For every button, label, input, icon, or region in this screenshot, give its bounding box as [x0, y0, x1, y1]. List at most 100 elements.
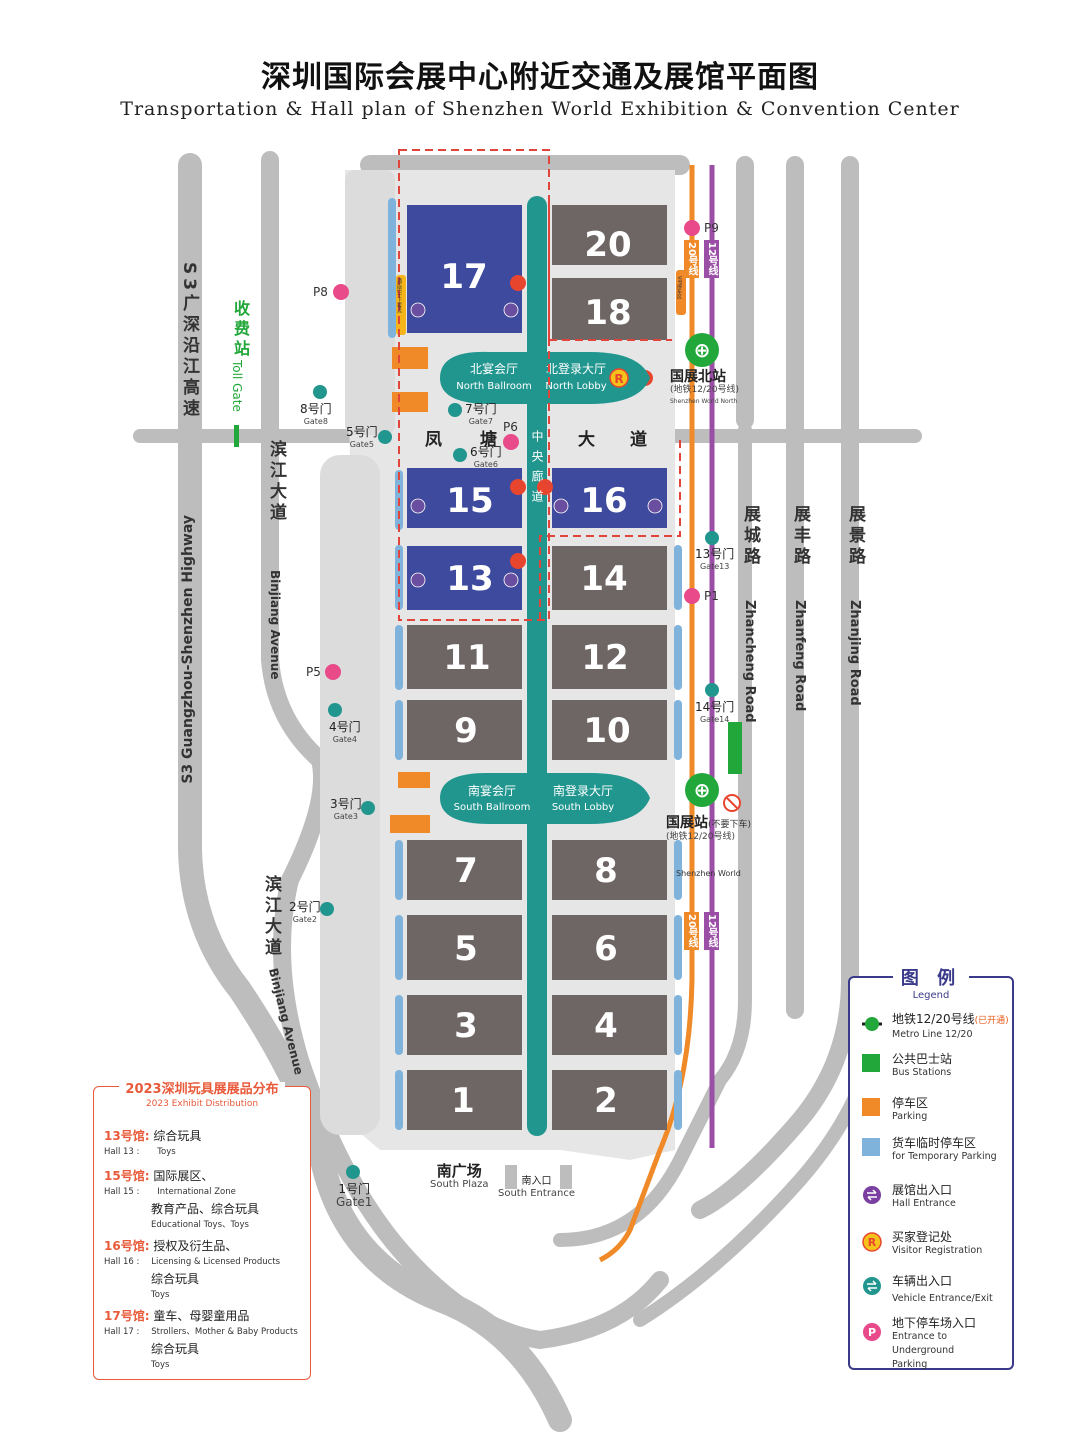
dist-h16-en-hall: Hall 16 :	[104, 1257, 140, 1267]
hall-14[interactable]	[552, 546, 667, 610]
svg-text:P: P	[868, 1326, 876, 1339]
vip-parking-label: VIP停车区	[676, 276, 682, 299]
south-plaza-label: 南广场 South Plaza	[430, 1164, 489, 1191]
vehicle-gate-icon[interactable]	[453, 448, 467, 462]
hall-8[interactable]	[552, 840, 667, 900]
legend-panel: 图 例 Legend 地铁12/20号线(已开通)Metro Line 12/2…	[848, 968, 1014, 1370]
dist-h16-en1: Licensing & Licensed Products	[151, 1257, 281, 1267]
hall-3[interactable]	[407, 995, 522, 1055]
page-title: 深圳国际会展中心附近交通及展馆平面图	[261, 60, 819, 95]
dist-h17-en1: Strollers、Mother & Baby Products	[151, 1327, 298, 1337]
south-entrance-label[interactable]: 南入口 South Entrance	[498, 1175, 575, 1200]
gate8-cn: 8号门	[300, 402, 332, 416]
vehicle-gate-icon[interactable]	[328, 703, 342, 717]
hall-2[interactable]	[552, 1070, 667, 1130]
hall-18-number: 18	[584, 293, 631, 333]
restaurant-icon	[647, 498, 663, 514]
north-oval[interactable]	[440, 351, 650, 404]
restaurant-icon	[503, 572, 519, 588]
station-north-name: 国展北站	[670, 369, 726, 385]
bus-station-icon	[862, 1054, 880, 1072]
hall-10[interactable]	[552, 700, 667, 760]
hall-17[interactable]	[407, 205, 522, 333]
dist-subtitle: 2023 Exhibit Distribution	[145, 1099, 259, 1109]
gate6-cn: 6号门	[470, 445, 502, 459]
svg-text:R: R	[868, 1236, 877, 1249]
hall-11[interactable]	[407, 625, 522, 689]
north-lobby-label: 北登录大厅	[546, 361, 606, 376]
p1-label: P1	[704, 589, 719, 603]
hall-18[interactable]	[552, 278, 667, 340]
hall-12-number: 12	[581, 638, 628, 678]
hall-entrance-icon[interactable]	[510, 275, 526, 291]
s3-highway-en: S3 Guangzhou-Shenzhen Highway	[180, 515, 196, 784]
dist-h13-cn: 综合玩具	[153, 1129, 202, 1143]
station-south-name: 国展站	[666, 815, 708, 831]
vehicle-gate-icon[interactable]	[705, 531, 719, 545]
hall-9[interactable]	[407, 700, 522, 760]
dist-h15-en-hall: Hall 15 :	[104, 1187, 140, 1197]
line12-label-north: 12号线	[704, 240, 719, 278]
hall-5[interactable]	[407, 915, 522, 980]
gate1-en: Gate1	[336, 1195, 373, 1209]
gate7-en: Gate7	[468, 417, 493, 426]
hall-6[interactable]	[552, 915, 667, 980]
hall-16[interactable]	[552, 468, 667, 528]
station-north-sub: (地铁12/20号线)	[670, 385, 739, 395]
hall-15[interactable]	[407, 468, 522, 528]
hall-entrance-icon[interactable]	[510, 553, 526, 569]
visitor-registration-letter: R	[614, 372, 623, 386]
site-west-strip	[320, 455, 380, 1135]
vehicle-gate-icon[interactable]	[448, 403, 462, 417]
gate13-cn: 13号门	[695, 547, 735, 561]
legend-parking-en: Parking	[892, 1111, 928, 1122]
vehicle-gate-icon[interactable]	[320, 902, 334, 916]
vehicle-entrance-icon	[863, 1277, 881, 1295]
hall-20[interactable]	[552, 205, 667, 265]
parking-area-icon	[862, 1098, 880, 1116]
hall-4[interactable]	[552, 995, 667, 1055]
hall-20-number: 20	[584, 225, 631, 265]
vip-parking	[676, 270, 686, 315]
parking-p9-icon[interactable]	[684, 220, 700, 236]
vehicle-gate-icon[interactable]	[378, 430, 392, 444]
hall-7[interactable]	[407, 840, 522, 900]
metro-station-north-icon[interactable]: ⊕	[685, 333, 719, 367]
zhancheng-en: Zhancheng Road	[742, 600, 757, 723]
halls	[407, 205, 667, 1130]
metro-line-20	[598, 165, 695, 1263]
vehicle-gate-icon[interactable]	[313, 385, 327, 399]
line20-label-north: 20号线	[684, 240, 699, 278]
vehicle-gate-icon[interactable]	[705, 683, 719, 697]
hall-1[interactable]	[407, 1070, 522, 1130]
parking-p8-icon[interactable]	[333, 284, 349, 300]
parking-p6-icon[interactable]	[503, 434, 519, 450]
hall-13[interactable]	[407, 546, 522, 610]
hall-entrance-icon[interactable]	[510, 479, 526, 495]
hall-10-number: 10	[583, 711, 630, 751]
parking-p1-icon[interactable]	[684, 588, 700, 604]
hall-16-number: 16	[580, 481, 627, 521]
hall-13-number: 13	[446, 559, 493, 599]
metro-station-south-icon[interactable]: ⊕	[685, 773, 719, 807]
vehicle-gate-icon[interactable]	[346, 1165, 360, 1179]
road-zhanjing	[691, 156, 859, 1219]
south-oval[interactable]	[440, 772, 650, 824]
hall-12[interactable]	[552, 625, 667, 689]
visitor-registration-icon[interactable]	[609, 368, 629, 388]
vehicle-gate-icon[interactable]	[361, 801, 375, 815]
hall-1-number: 1	[451, 1081, 475, 1121]
parking-p5-icon[interactable]	[325, 664, 341, 680]
legend-bus-cn: 公共巴士站	[892, 1052, 953, 1066]
site-north-strip	[345, 170, 395, 435]
south-lobby-label: 南登录大厅	[553, 783, 613, 798]
vehicle-gate-icons	[313, 385, 719, 1179]
restaurant-icon	[410, 498, 426, 514]
hall-3-number: 3	[454, 1006, 478, 1046]
